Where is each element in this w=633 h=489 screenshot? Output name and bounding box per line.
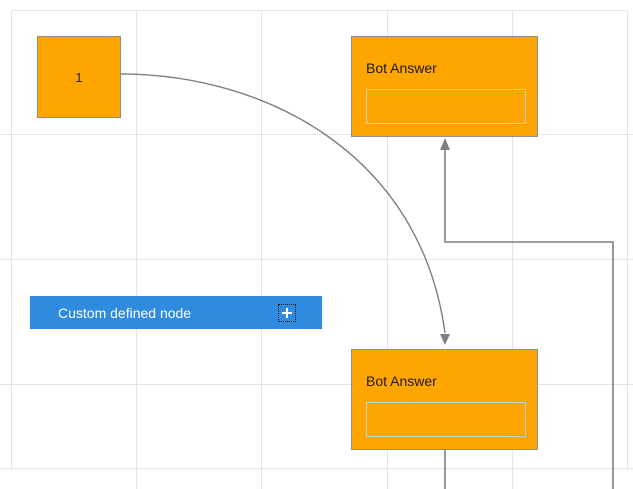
- node-bot-answer-top[interactable]: Bot Answer: [351, 36, 538, 137]
- custom-defined-node-label: Custom defined node: [58, 304, 192, 321]
- node-title: Bot Answer: [366, 60, 437, 76]
- custom-defined-node-bar[interactable]: Custom defined node: [30, 296, 322, 329]
- node-slot[interactable]: [366, 402, 526, 437]
- node-slot[interactable]: [366, 89, 526, 124]
- node-start[interactable]: 1: [37, 36, 121, 118]
- node-start-label: 1: [75, 69, 83, 85]
- node-bot-answer-bottom[interactable]: Bot Answer: [351, 349, 538, 450]
- node-title: Bot Answer: [366, 373, 437, 389]
- plus-icon[interactable]: [278, 303, 296, 322]
